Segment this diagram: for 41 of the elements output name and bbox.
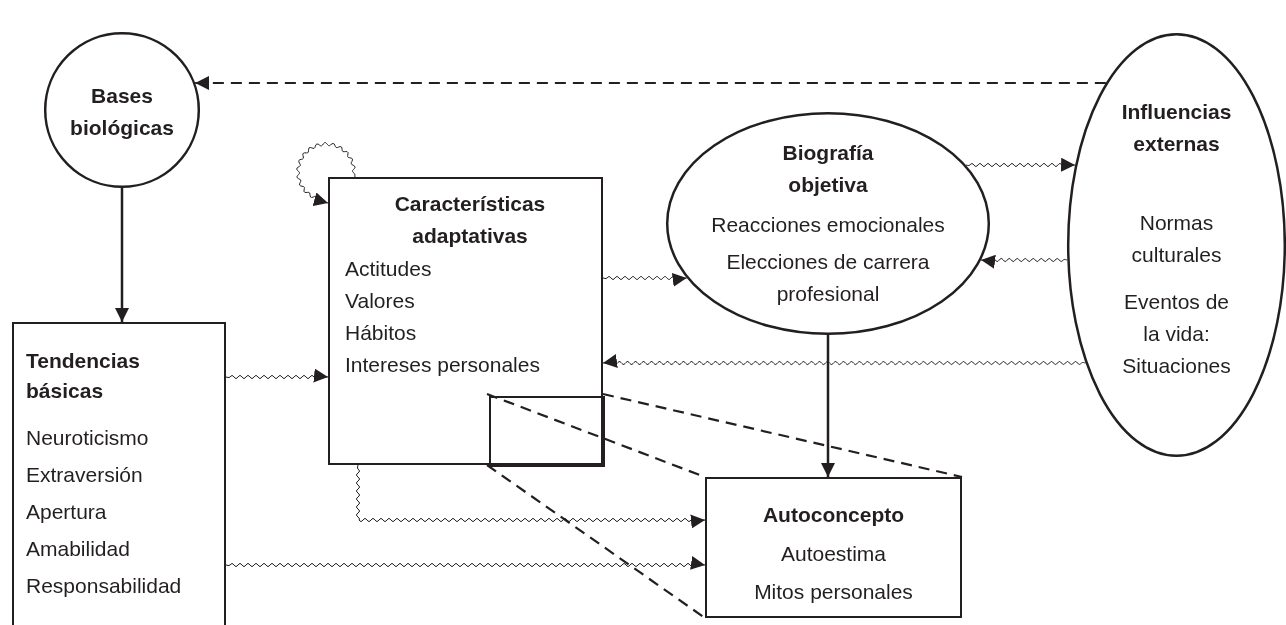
node-item: Eventos de la vida: Situaciones [1121,289,1232,379]
node-item: Normas culturales [1130,210,1223,268]
node-heading: Autoconcepto [762,502,905,528]
node-item: Apertura [26,499,107,525]
process-box [328,177,603,465]
wavy-arrow [225,556,706,570]
process-box [705,477,962,618]
ellipse-node [44,32,200,188]
node-item: Reacciones emocionales [711,212,945,238]
node-item: Elecciones de carrera profesional [725,249,931,307]
node-heading: Influencias externas [1120,99,1233,157]
ellipse-node [666,112,990,335]
node-heading: Biografía objetiva [781,140,875,198]
node-heading: Bases biológicas [69,83,175,141]
node-item: Valores [345,288,415,314]
wavy-arrow [602,354,1087,368]
process-box [12,322,226,625]
wavy-arrow [980,254,1068,269]
wavy-arrow [602,272,688,287]
node-item: Autoestima [780,541,887,567]
node-item: Actitudes [345,256,432,282]
dashed-line [486,464,706,619]
node-item: Hábitos [345,320,417,346]
node-item: Extraversión [26,462,143,488]
zoom-frame [489,396,605,467]
wavy-arrow [356,464,706,529]
arrow [821,335,835,477]
node-item: Amabilidad [26,536,130,562]
node-item: Neuroticismo [26,425,149,451]
node-heading: Características adaptativas [393,191,547,249]
node-heading: Tendencias básicas [26,348,141,404]
ellipse-node [1067,33,1286,457]
node-item: Intereses personales [345,352,540,378]
arrow [115,188,129,322]
node-item: Mitos personales [754,579,913,605]
dashed-arrow [195,76,1106,90]
wavy-arrow [296,142,356,206]
node-item: Responsabilidad [26,573,182,599]
wavy-arrow [225,368,329,383]
dashed-line [602,392,963,479]
wavy-arrow [965,157,1076,172]
